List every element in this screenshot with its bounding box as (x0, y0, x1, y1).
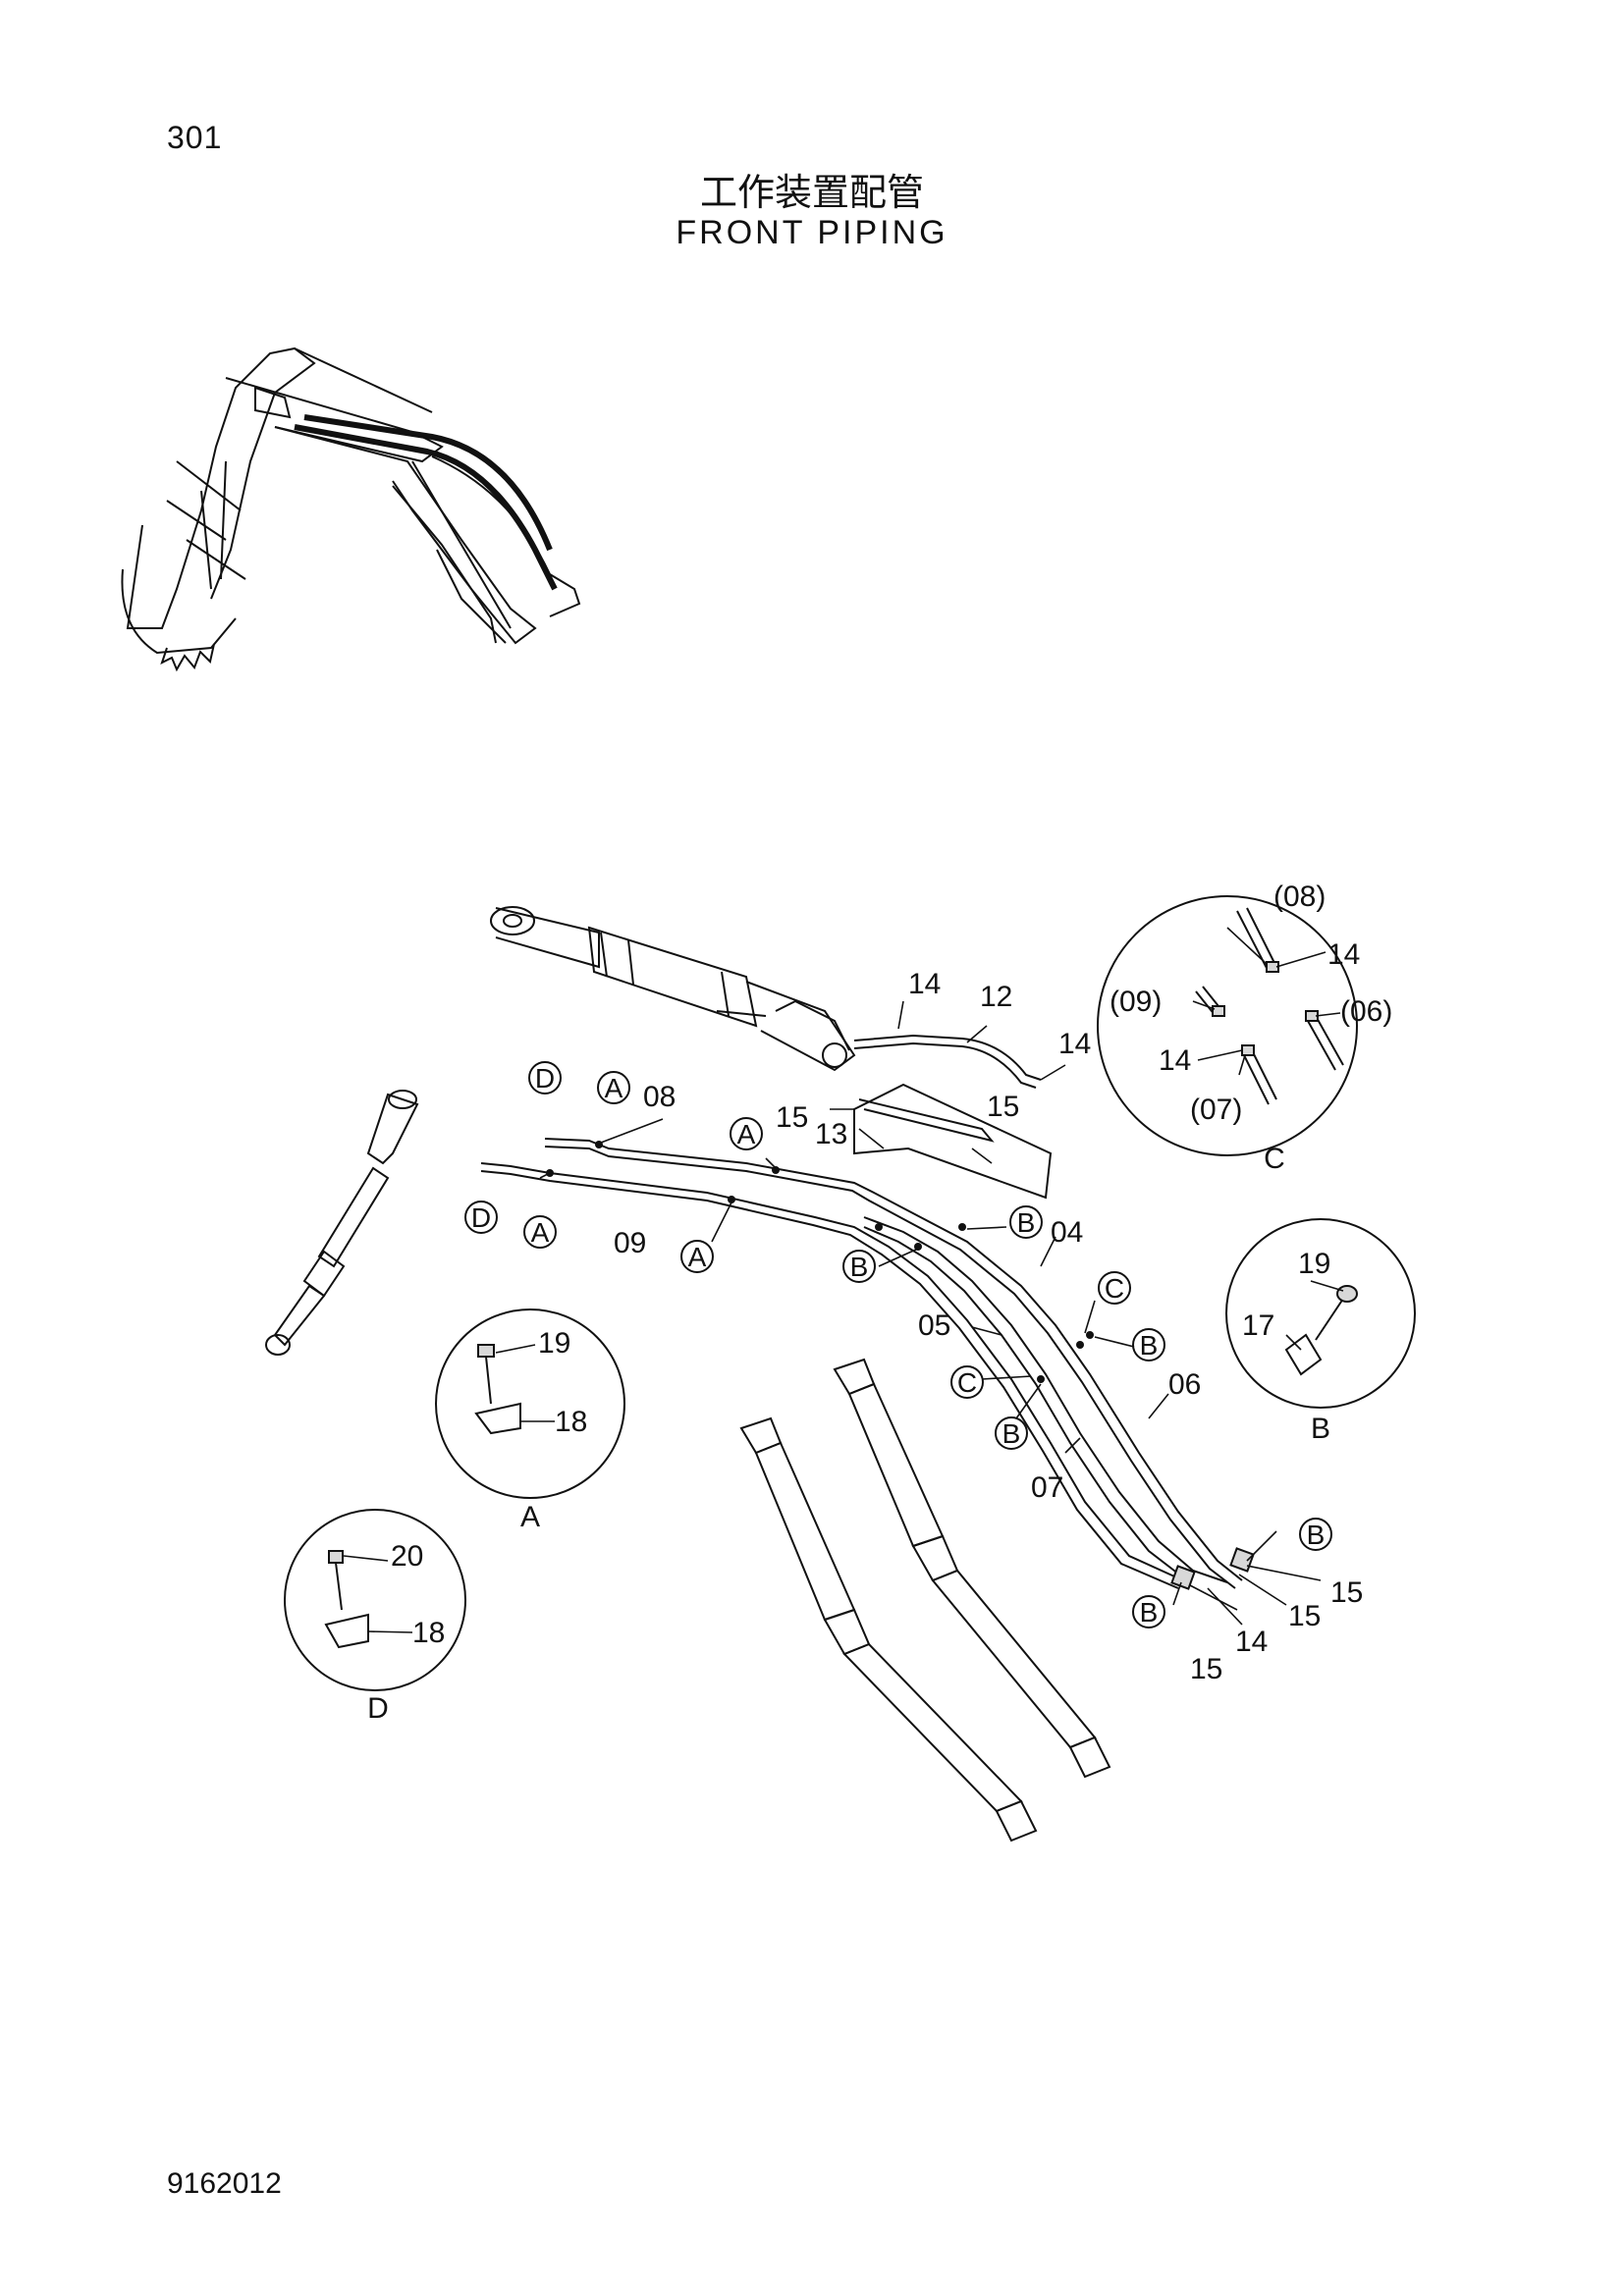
title-english: FRONT PIPING (676, 214, 948, 251)
svg-text:B: B (1140, 1330, 1159, 1361)
fitting-15-upper (1229, 1547, 1255, 1573)
svg-text:A: A (605, 1073, 623, 1103)
label-15: 15 (1330, 1576, 1363, 1609)
callout-b: B (1299, 1518, 1332, 1551)
boom-cylinder-left (265, 1090, 419, 1356)
boom-cylinder-middle (739, 1416, 1038, 1842)
callout-a: A (730, 1117, 763, 1150)
label-14: 14 (908, 968, 941, 1000)
label-09: 09 (614, 1227, 646, 1259)
label-14: 14 (1058, 1028, 1091, 1060)
label-15: 15 (1288, 1600, 1321, 1632)
label-07: 07 (1031, 1471, 1063, 1504)
svg-text:D: D (535, 1063, 555, 1094)
callout-d: D (464, 1201, 498, 1234)
pipe-04 (863, 1216, 1228, 1583)
label-18: 18 (555, 1406, 587, 1438)
label-ref-08: (08) (1273, 881, 1326, 913)
detail-a-title: A (520, 1501, 540, 1533)
svg-text:A: A (737, 1119, 756, 1149)
svg-text:A: A (531, 1217, 550, 1248)
label-14: 14 (1235, 1626, 1268, 1658)
label-19: 19 (538, 1327, 570, 1360)
leader-lines (343, 927, 1344, 1633)
label-12: 12 (980, 981, 1012, 1013)
label-18: 18 (412, 1617, 445, 1649)
label-17: 17 (1242, 1309, 1274, 1342)
svg-text:B: B (1002, 1418, 1021, 1449)
label-14: 14 (1327, 938, 1360, 971)
svg-text:B: B (850, 1252, 869, 1282)
arm-cylinder (490, 906, 856, 1072)
detail-titles: C B A D (367, 1143, 1330, 1725)
label-13: 13 (815, 1118, 847, 1150)
pipe-09 (480, 1162, 1184, 1589)
callout-c: C (1098, 1271, 1131, 1305)
label-ref-09: (09) (1110, 986, 1162, 1018)
detail-c-title: C (1264, 1143, 1285, 1175)
svg-text:A: A (688, 1242, 707, 1272)
callout-a: A (680, 1240, 714, 1273)
label-06: 06 (1168, 1368, 1201, 1401)
pipe-13-plate (853, 1083, 1053, 1200)
boom-cylinder-right (833, 1358, 1111, 1779)
label-08: 08 (643, 1081, 676, 1113)
label-ref-07: (07) (1190, 1094, 1242, 1126)
pipe-08 (544, 1138, 1243, 1589)
svg-text:C: C (1105, 1273, 1124, 1304)
detail-d-title: D (367, 1692, 389, 1725)
callout-b: B (842, 1250, 876, 1283)
page-number: 301 (167, 120, 223, 155)
pipe-05 (863, 1226, 1184, 1578)
detail-d (284, 1509, 466, 1691)
part-labels: 14 12 14 15 13 15 08 09 04 05 06 07 15 1… (391, 881, 1392, 1685)
svg-text:B: B (1140, 1597, 1159, 1628)
label-15: 15 (987, 1091, 1019, 1123)
callout-b: B (1009, 1205, 1043, 1239)
svg-text:D: D (471, 1202, 491, 1233)
callout-a: A (597, 1071, 630, 1104)
label-15: 15 (1190, 1653, 1222, 1685)
excavator-overview (121, 347, 581, 672)
svg-text:B: B (1307, 1520, 1326, 1550)
label-05: 05 (918, 1309, 950, 1342)
callout-b: B (1132, 1328, 1165, 1362)
callout-b: B (1132, 1595, 1165, 1629)
label-15: 15 (776, 1101, 808, 1134)
document-code: 9162012 (167, 2167, 282, 2200)
detail-callouts: D A A D A A B B (464, 1061, 1332, 1629)
clamp-markers (546, 1141, 1094, 1383)
callout-b: B (995, 1416, 1028, 1450)
callout-a: A (523, 1215, 557, 1249)
label-14: 14 (1159, 1044, 1191, 1077)
detail-b-title: B (1311, 1413, 1330, 1445)
label-ref-06: (06) (1340, 995, 1392, 1028)
title-chinese: 工作装置配管 (699, 171, 924, 214)
label-04: 04 (1051, 1216, 1083, 1249)
callout-c: C (950, 1365, 984, 1399)
detail-a (435, 1308, 625, 1499)
callout-d: D (528, 1061, 562, 1095)
svg-text:B: B (1017, 1207, 1036, 1238)
hose-12 (853, 1034, 1042, 1089)
svg-text:C: C (957, 1367, 977, 1398)
label-20: 20 (391, 1540, 423, 1573)
label-19: 19 (1298, 1248, 1330, 1280)
